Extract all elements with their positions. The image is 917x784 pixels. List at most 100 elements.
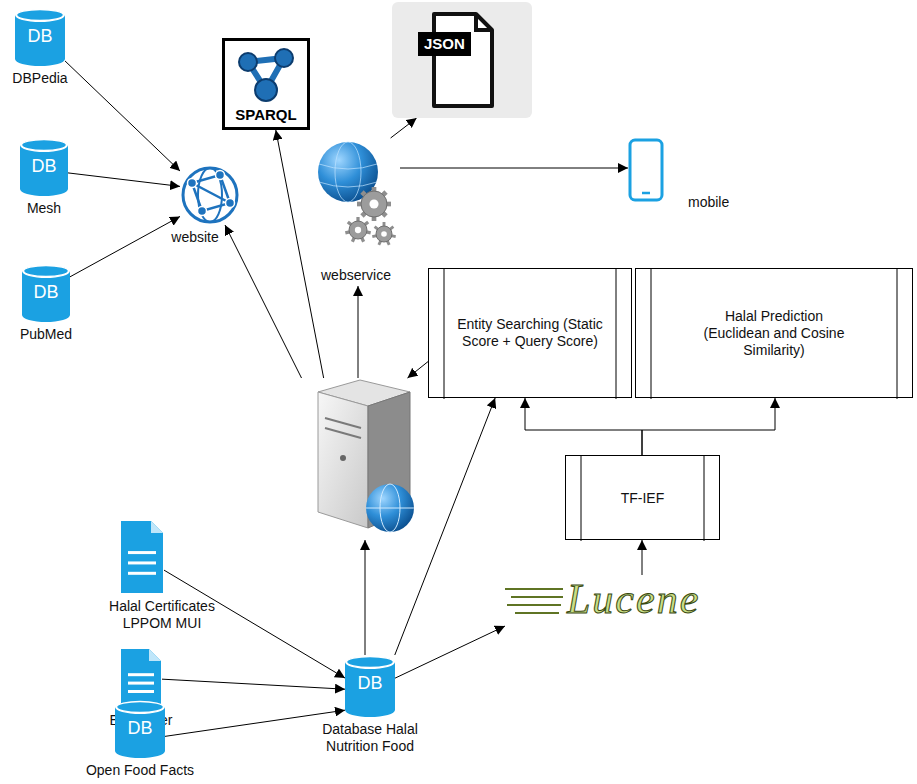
server-icon [298, 378, 422, 540]
globe-parallel [319, 164, 377, 187]
node-label: Open Food Facts [86, 762, 194, 779]
icon-caption: DB [15, 26, 65, 48]
document-icon-art [120, 648, 162, 708]
icon-caption: DB [22, 282, 70, 304]
box-inner-line [581, 456, 582, 541]
document-body [121, 649, 161, 707]
box-inner-line [897, 269, 898, 399]
webservice-icon-art [312, 138, 400, 286]
document-line [128, 682, 154, 685]
node-label: JSON [418, 32, 471, 56]
cylinder-body [20, 145, 68, 196]
node-label: PubMed [20, 326, 72, 343]
speed-line [515, 612, 559, 614]
power-button [340, 455, 346, 461]
connector-arrow [391, 118, 417, 138]
gear [357, 187, 391, 221]
connector-arrow [276, 130, 324, 378]
icon-caption: DB [345, 673, 395, 695]
connector-arrow [70, 216, 180, 276]
document-line [128, 551, 156, 554]
document-icon: Halal Certificates LPPOM MUI [120, 520, 164, 594]
node-label: Mesh [27, 200, 61, 217]
drive-slot [325, 418, 361, 428]
database-icon: DBPubMed [22, 264, 70, 322]
connector-arrow [408, 362, 429, 378]
connector-arrow [365, 540, 366, 655]
icon-ground [392, 2, 532, 118]
sparql-logo: SPARQL [222, 38, 310, 130]
server-icon-art [298, 378, 422, 540]
logo-node [255, 79, 277, 101]
document-body [121, 521, 163, 593]
network-dot [188, 179, 197, 188]
gear-hole [355, 227, 361, 233]
cylinder-top [24, 266, 69, 277]
globe-equator [366, 508, 414, 509]
document-line [128, 561, 156, 564]
process-box: TF-IEF [565, 455, 720, 540]
document-outline [434, 14, 492, 106]
cylinder-top [347, 657, 394, 668]
icon-caption: DB [20, 156, 68, 178]
node-label: website [171, 229, 218, 246]
lucene-logo: Lucene [505, 575, 777, 627]
node-label: Database Halal Nutrition Food [300, 721, 440, 755]
phone-button [642, 192, 650, 195]
cylinder-top [17, 10, 64, 21]
cylinder-body [345, 662, 395, 717]
json-icon-art [392, 2, 532, 118]
icon-caption: DB [115, 718, 165, 740]
connector-arrow [65, 61, 180, 171]
document-fold [149, 649, 161, 661]
database-icon: DBOpen Food Facts [115, 700, 165, 758]
box-inner-line [651, 269, 652, 399]
gear-wheel [349, 221, 367, 239]
website-icon-art [180, 165, 240, 225]
process-label: Entity Searching (Static Score + Query S… [450, 316, 610, 350]
connector-arrow [68, 173, 180, 186]
document-fold [476, 14, 492, 30]
phone-body [630, 140, 662, 200]
document-line [128, 690, 154, 693]
cylinder-top [117, 702, 164, 713]
connector-arrow [642, 540, 643, 575]
box-inner-line [616, 269, 617, 399]
process-label: Halal Prediction (Euclidean and Cosine S… [694, 308, 854, 358]
cylinder-body [115, 707, 165, 758]
process-box: Halal Prediction (Euclidean and Cosine S… [635, 268, 913, 398]
box-inner-line [704, 456, 705, 541]
connector-arrow [642, 398, 775, 455]
box-inner-line [444, 269, 445, 399]
gear-hole [381, 231, 387, 237]
gear [372, 222, 396, 245]
network-dot [216, 171, 225, 180]
connector-arrow [400, 168, 628, 169]
globe-outline [183, 168, 237, 222]
node-label: Halal Certificates LPPOM MUI [97, 598, 227, 632]
network-dot [198, 207, 207, 216]
document-fold [151, 521, 163, 533]
process-box: Entity Searching (Static Score + Query S… [428, 268, 632, 398]
speed-line [511, 596, 563, 598]
node-label: mobile [688, 194, 729, 211]
node-label: Lucene [567, 575, 700, 623]
website-icon: website [180, 165, 240, 225]
drive-slot [325, 428, 361, 438]
connector-arrow [225, 225, 302, 378]
speed-line [507, 604, 561, 606]
document-line [128, 572, 156, 575]
speed-line [505, 588, 563, 590]
cylinder-body [22, 271, 70, 322]
logo-node [239, 53, 257, 71]
connector-arrow [165, 710, 345, 736]
node-label: webservice [312, 267, 400, 284]
globe-meridian [335, 142, 361, 202]
database-icon: DBMesh [20, 138, 68, 196]
connector-arrow [358, 286, 359, 378]
process-label: TF-IEF [588, 489, 698, 506]
network-dot [226, 199, 235, 208]
webservice-icon: webservice [312, 138, 400, 286]
json-icon: JSON [392, 2, 532, 118]
